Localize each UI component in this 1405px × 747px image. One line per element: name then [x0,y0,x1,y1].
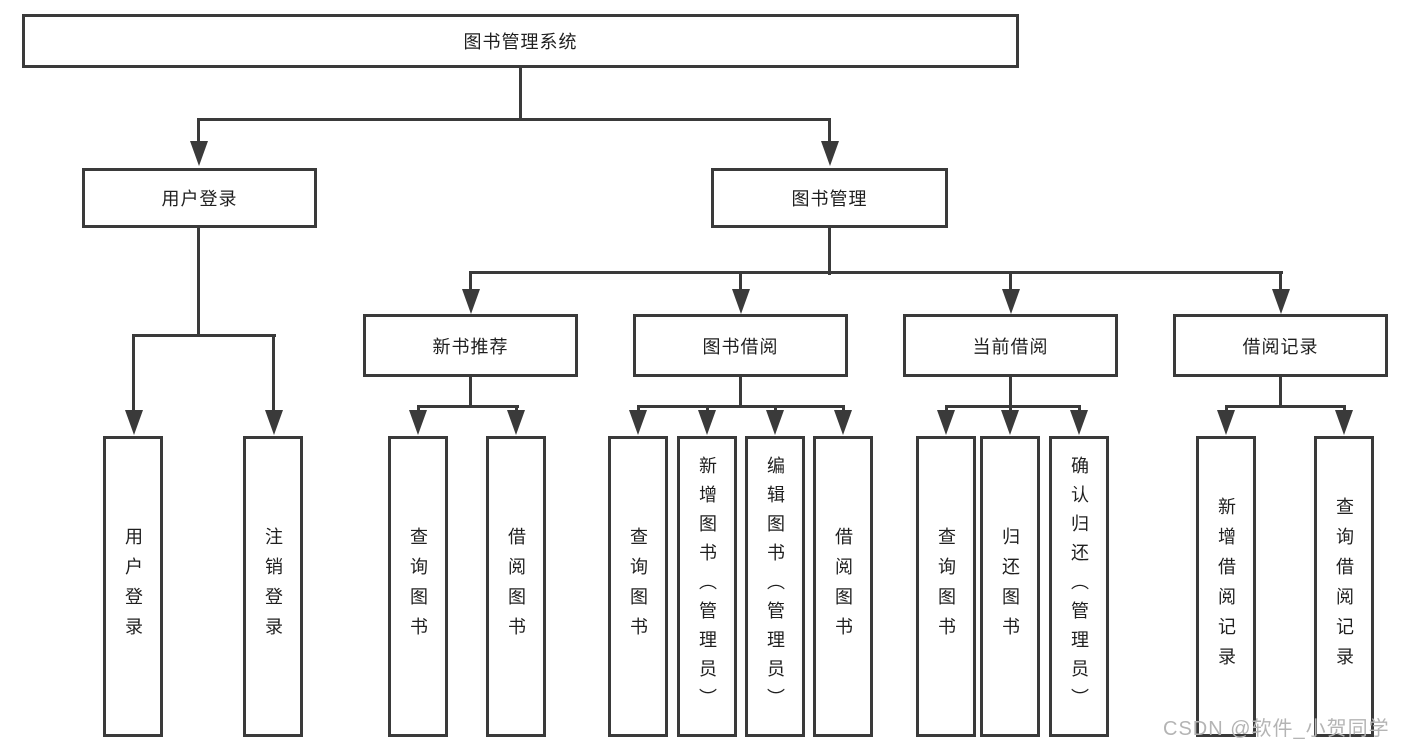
node-label: 用户登录 [123,526,143,647]
node-root-label: 图书管理系统 [463,32,578,52]
node-borrow-books-b: 借阅图书 [813,436,873,737]
arrow-down-icon [409,410,427,435]
arrow-down-icon [1335,410,1353,435]
arrow-down-icon [766,410,784,435]
connector-line [828,228,831,275]
node-current-borrow: 当前借阅 [903,314,1118,377]
node-borrow-books-a: 借阅图书 [486,436,546,737]
connector-line [739,271,742,293]
connector-line [469,377,472,408]
connector-line [272,334,275,414]
node-user-login-label: 用户登录 [161,189,238,209]
node-label: 借阅记录 [1242,336,1319,357]
arrow-down-icon [1070,410,1088,435]
node-logout: 注销登录 [243,436,303,737]
arrow-down-icon [125,410,143,435]
arrow-down-icon [462,289,480,314]
node-confirm-return-admin: 确认归还（管理员） [1049,436,1109,737]
connector-line [1279,271,1282,293]
node-label: 归还图书 [1000,526,1020,647]
node-label: 借阅图书 [833,526,853,647]
connector-line [1009,271,1012,293]
node-label: 查询图书 [408,526,428,647]
connector-line [469,271,1283,274]
node-label: 图书借阅 [702,336,779,357]
node-book-borrow: 图书借阅 [633,314,848,377]
arrow-down-icon [698,410,716,435]
node-label: 新增图书（管理员） [697,456,717,717]
arrow-down-icon [629,410,647,435]
connector-line [828,118,831,148]
connector-line [945,405,1081,408]
connector-line [132,334,135,414]
arrow-down-icon [265,410,283,435]
node-label: 当前借阅 [972,336,1049,357]
arrow-down-icon [937,410,955,435]
arrow-down-icon [1272,289,1290,314]
node-return-book: 归还图书 [980,436,1040,737]
connector-line [637,405,845,408]
arrow-down-icon [1001,410,1019,435]
node-borrow-records: 借阅记录 [1173,314,1388,377]
arrow-down-icon [507,410,525,435]
connector-line [1279,377,1282,408]
node-query-books-b: 查询图书 [608,436,668,737]
node-edit-book-admin: 编辑图书（管理员） [745,436,805,737]
node-new-book-recommend: 新书推荐 [363,314,578,377]
arrow-down-icon [1217,410,1235,435]
connector-line [1009,377,1012,408]
node-label: 确认归还（管理员） [1069,456,1089,717]
node-book-management-label: 图书管理 [791,189,868,209]
connector-line [197,118,831,121]
arrow-down-icon [190,141,208,166]
connector-line [1225,405,1345,408]
connector-line [197,228,200,337]
node-label: 借阅图书 [506,526,526,647]
node-label: 查询借阅记录 [1334,496,1354,677]
connector-line [417,405,519,408]
connector-line [739,377,742,408]
node-root: 图书管理系统 [22,14,1019,68]
arrow-down-icon [834,410,852,435]
node-user-login-child: 用户登录 [103,436,163,737]
arrow-down-icon [1002,289,1020,314]
node-user-login: 用户登录 [82,168,317,228]
connector-line [519,68,522,121]
connector-line [469,271,472,293]
node-label: 新增借阅记录 [1216,496,1236,677]
connector-line [132,334,276,337]
watermark: CSDN @软件_小贺同学 [1163,718,1390,740]
node-label: 查询图书 [936,526,956,647]
node-label: 编辑图书（管理员） [765,456,785,717]
node-book-management: 图书管理 [711,168,948,228]
node-query-borrow-record: 查询借阅记录 [1314,436,1374,737]
node-query-books-a: 查询图书 [388,436,448,737]
node-add-borrow-record: 新增借阅记录 [1196,436,1256,737]
node-label: 查询图书 [628,526,648,647]
node-add-book-admin: 新增图书（管理员） [677,436,737,737]
arrow-down-icon [732,289,750,314]
node-label: 新书推荐 [432,336,509,357]
connector-line [197,118,200,148]
node-label: 注销登录 [263,526,283,647]
node-query-books-c: 查询图书 [916,436,976,737]
arrow-down-icon [821,141,839,166]
